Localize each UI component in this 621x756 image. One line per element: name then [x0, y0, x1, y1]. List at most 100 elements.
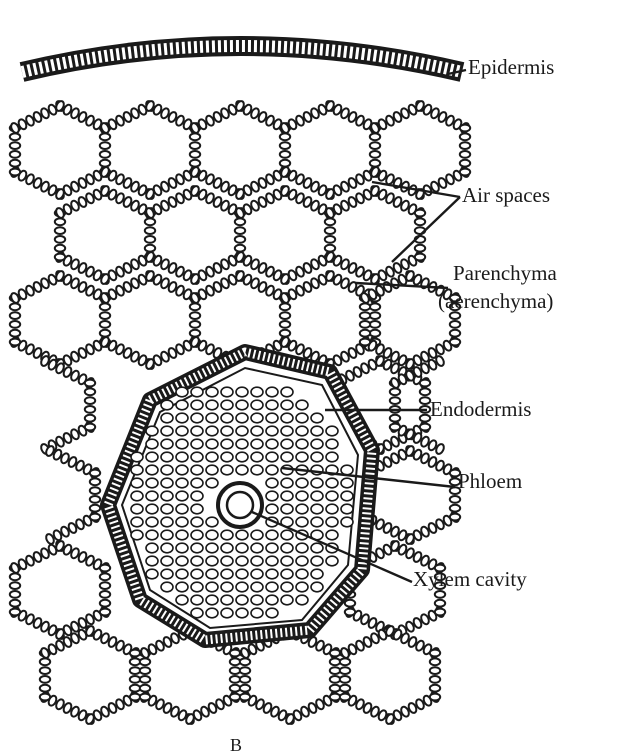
cell-wall-bead [100, 151, 110, 158]
cell-wall-bead [390, 424, 400, 431]
phloem-cell [191, 608, 203, 618]
cell-wall-bead [145, 245, 155, 252]
phloem-cell [341, 491, 353, 501]
phloem-cell [206, 387, 218, 397]
cell-wall-bead [100, 133, 110, 140]
cell-wall-bead [340, 658, 350, 665]
cell-wall-bead [390, 397, 400, 404]
phloem-cell [296, 595, 308, 605]
cell-wall-bead [145, 227, 155, 234]
phloem-cell [206, 465, 218, 475]
phloem-cell [311, 569, 323, 579]
phloem-cell [251, 530, 263, 540]
phloem-cell [236, 387, 248, 397]
phloem-cell [206, 556, 218, 566]
cell-wall-bead [430, 658, 440, 665]
cell-wall-bead [10, 142, 20, 149]
cell-wall-bead [85, 388, 95, 395]
phloem-cell [176, 517, 188, 527]
cell-wall-bead [420, 397, 430, 404]
phloem-cell [176, 582, 188, 592]
label-xylem-cavity: Xylem cavity [413, 568, 527, 591]
phloem-cell [296, 478, 308, 488]
cell-wall-bead [430, 650, 440, 657]
cell-wall-bead [10, 330, 20, 337]
phloem-cell [251, 439, 263, 449]
cell-wall-bead [370, 151, 380, 158]
cell-wall-bead [450, 321, 460, 328]
cell-wall-bead [85, 415, 95, 422]
cell-wall-bead [90, 487, 100, 494]
phloem-cell [236, 530, 248, 540]
cell-wall-bead [325, 245, 335, 252]
cell-wall-bead [420, 424, 430, 431]
phloem-cell [311, 478, 323, 488]
phloem-cell [266, 556, 278, 566]
cell-wall-bead [190, 142, 200, 149]
phloem-cell [281, 387, 293, 397]
phloem-cell [146, 439, 158, 449]
phloem-cell [281, 582, 293, 592]
phloem-cell [221, 595, 233, 605]
cell-wall-bead [420, 415, 430, 422]
phloem-cell [326, 517, 338, 527]
phloem-cell [281, 491, 293, 501]
cell-wall-bead [140, 685, 150, 692]
phloem-cell [161, 478, 173, 488]
cell-wall-bead [10, 573, 20, 580]
phloem-cell [221, 452, 233, 462]
cell-wall-bead [330, 650, 340, 657]
phloem-cell [236, 569, 248, 579]
phloem-cell [176, 569, 188, 579]
cell-wall-bead [10, 303, 20, 310]
phloem-cell [221, 530, 233, 540]
phloem-cell [146, 465, 158, 475]
phloem-cell [161, 465, 173, 475]
phloem-cell [206, 543, 218, 553]
phloem-cell [326, 426, 338, 436]
phloem-cell [311, 413, 323, 423]
cell-wall-bead [325, 218, 335, 225]
phloem-cell [326, 439, 338, 449]
phloem-cell [236, 426, 248, 436]
phloem-cell [311, 491, 323, 501]
cell-wall-bead [345, 600, 355, 607]
cell-wall-bead [55, 236, 65, 243]
phloem-cell [206, 426, 218, 436]
cell-wall-bead [340, 676, 350, 683]
phloem-cell [161, 439, 173, 449]
phloem-cell [206, 452, 218, 462]
cell-wall-bead [240, 694, 250, 701]
cell-wall-bead [325, 236, 335, 243]
phloem-cell [206, 569, 218, 579]
cell-wall-bead [10, 591, 20, 598]
cell-wall-bead [370, 142, 380, 149]
phloem-cell [206, 413, 218, 423]
phloem-cell [266, 569, 278, 579]
phloem-cell [146, 517, 158, 527]
phloem-cell [191, 543, 203, 553]
phloem-cell [176, 504, 188, 514]
phloem-cell [296, 517, 308, 527]
phloem-cell [146, 504, 158, 514]
cell-wall-bead [280, 330, 290, 337]
phloem-cell [191, 452, 203, 462]
cell-wall-bead [430, 685, 440, 692]
phloem-cell [251, 543, 263, 553]
phloem-cell [176, 478, 188, 488]
phloem-cell [191, 387, 203, 397]
cell-wall-bead [340, 667, 350, 674]
cell-wall-bead [280, 312, 290, 319]
cell-wall-bead [230, 694, 240, 701]
phloem-cell [311, 556, 323, 566]
phloem-cell [266, 465, 278, 475]
phloem-cell [131, 530, 143, 540]
cell-wall-bead [420, 380, 430, 387]
cell-wall-bead [100, 591, 110, 598]
phloem-cell [161, 556, 173, 566]
cell-wall-bead [450, 514, 460, 521]
phloem-cell [251, 413, 263, 423]
phloem-cell [191, 517, 203, 527]
phloem-cell [146, 426, 158, 436]
cell-wall-bead [460, 133, 470, 140]
